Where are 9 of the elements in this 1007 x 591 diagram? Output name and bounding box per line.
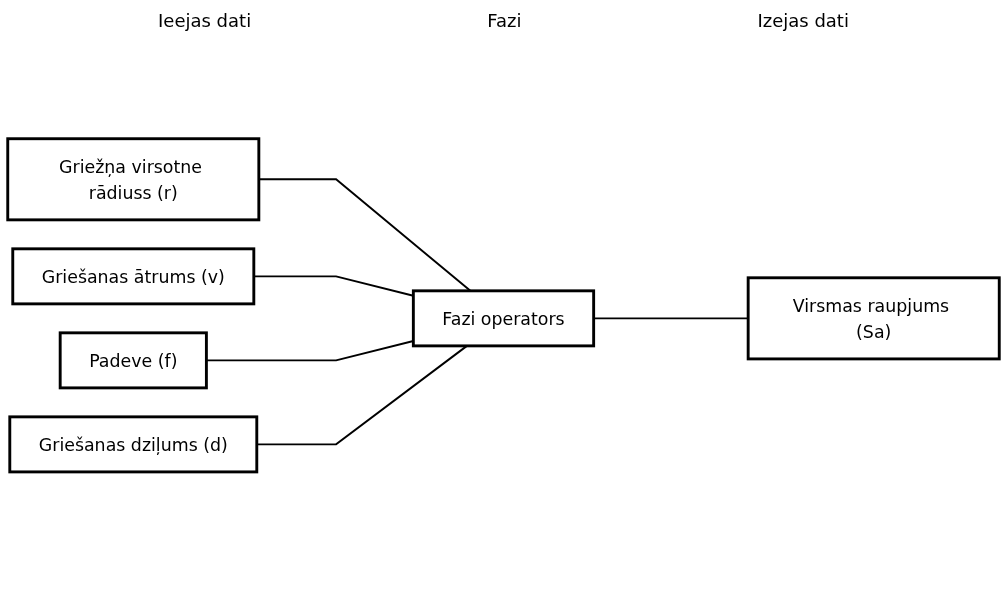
node-box: Fazi operators xyxy=(411,289,596,348)
node-box: Griešanas ātrums (v) xyxy=(11,247,256,306)
node-box: Virsmas raupjums (Sa) xyxy=(746,276,1001,361)
node-box: Padeve (f) xyxy=(58,331,208,390)
column-heading: Ieejas dati xyxy=(157,9,253,33)
node-box: Griežņa virsotne rādiuss (r) xyxy=(6,137,261,222)
column-heading: Izejas dati xyxy=(756,9,850,33)
column-heading: Fazi xyxy=(486,9,523,33)
node-box: Griešanas dziļums (d) xyxy=(8,415,259,474)
